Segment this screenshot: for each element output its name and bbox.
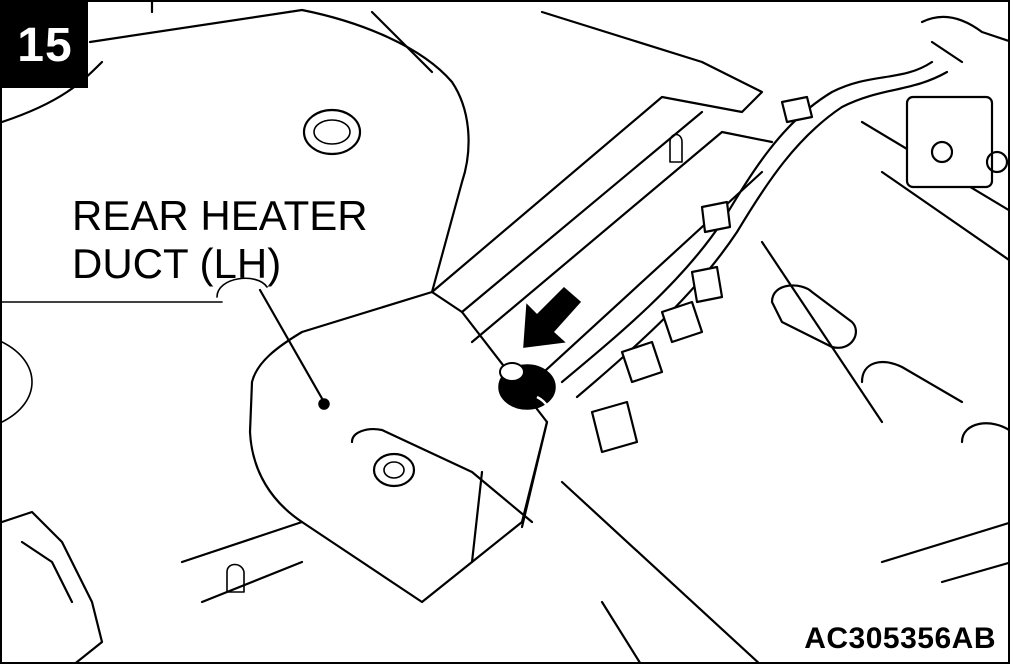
figure-code: AC305356AB <box>804 622 996 655</box>
floor-hole-top-inner <box>313 119 351 145</box>
right-bolt-2 <box>985 150 1008 174</box>
connector-4 <box>590 400 639 454</box>
right-bolt-1 <box>930 140 954 164</box>
floor-panel-outline <box>88 8 470 294</box>
arrow-down-left-icon <box>523 286 582 348</box>
harness-main <box>560 60 934 384</box>
lower-floor-edge <box>180 480 760 662</box>
tunnel-pin <box>669 133 683 163</box>
tunnel-top <box>370 10 704 74</box>
callout-line-1: REAR HEATER <box>72 192 368 239</box>
connector-1 <box>690 265 724 304</box>
floor-panel-curve <box>2 2 154 124</box>
clip-fastener-icon <box>498 362 556 418</box>
connector-3 <box>620 340 664 384</box>
lower-right-floor <box>880 522 1008 584</box>
duct-flange <box>350 428 534 524</box>
duct-edge <box>470 420 549 564</box>
connector-5 <box>700 200 732 234</box>
lower-left-clip <box>2 510 104 662</box>
connector-2 <box>660 300 704 344</box>
floor-hole-mid <box>216 277 268 298</box>
tunnel-left-edge <box>430 60 764 314</box>
duct-body <box>248 290 549 604</box>
right-slot-1 <box>770 284 857 349</box>
step-number-badge: 15 <box>2 2 88 88</box>
callout-dot <box>318 398 330 410</box>
duct-bolt-hole <box>372 452 416 488</box>
lower-bracket <box>226 563 245 593</box>
rear-heater-duct-label: REAR HEATER DUCT (LH) <box>72 192 368 288</box>
right-floor-rail-2 <box>860 360 1008 444</box>
right-bracket <box>905 95 994 189</box>
callout-leader <box>258 288 326 404</box>
right-upper-harness <box>920 15 1008 64</box>
floor-seam-left <box>2 301 223 423</box>
connector-6 <box>780 95 814 124</box>
duct-bolt-hole-inner <box>383 461 405 479</box>
floor-hole-top <box>302 108 362 156</box>
callout-line-2: DUCT (LH) <box>72 240 282 287</box>
harness-main-2 <box>575 70 949 399</box>
